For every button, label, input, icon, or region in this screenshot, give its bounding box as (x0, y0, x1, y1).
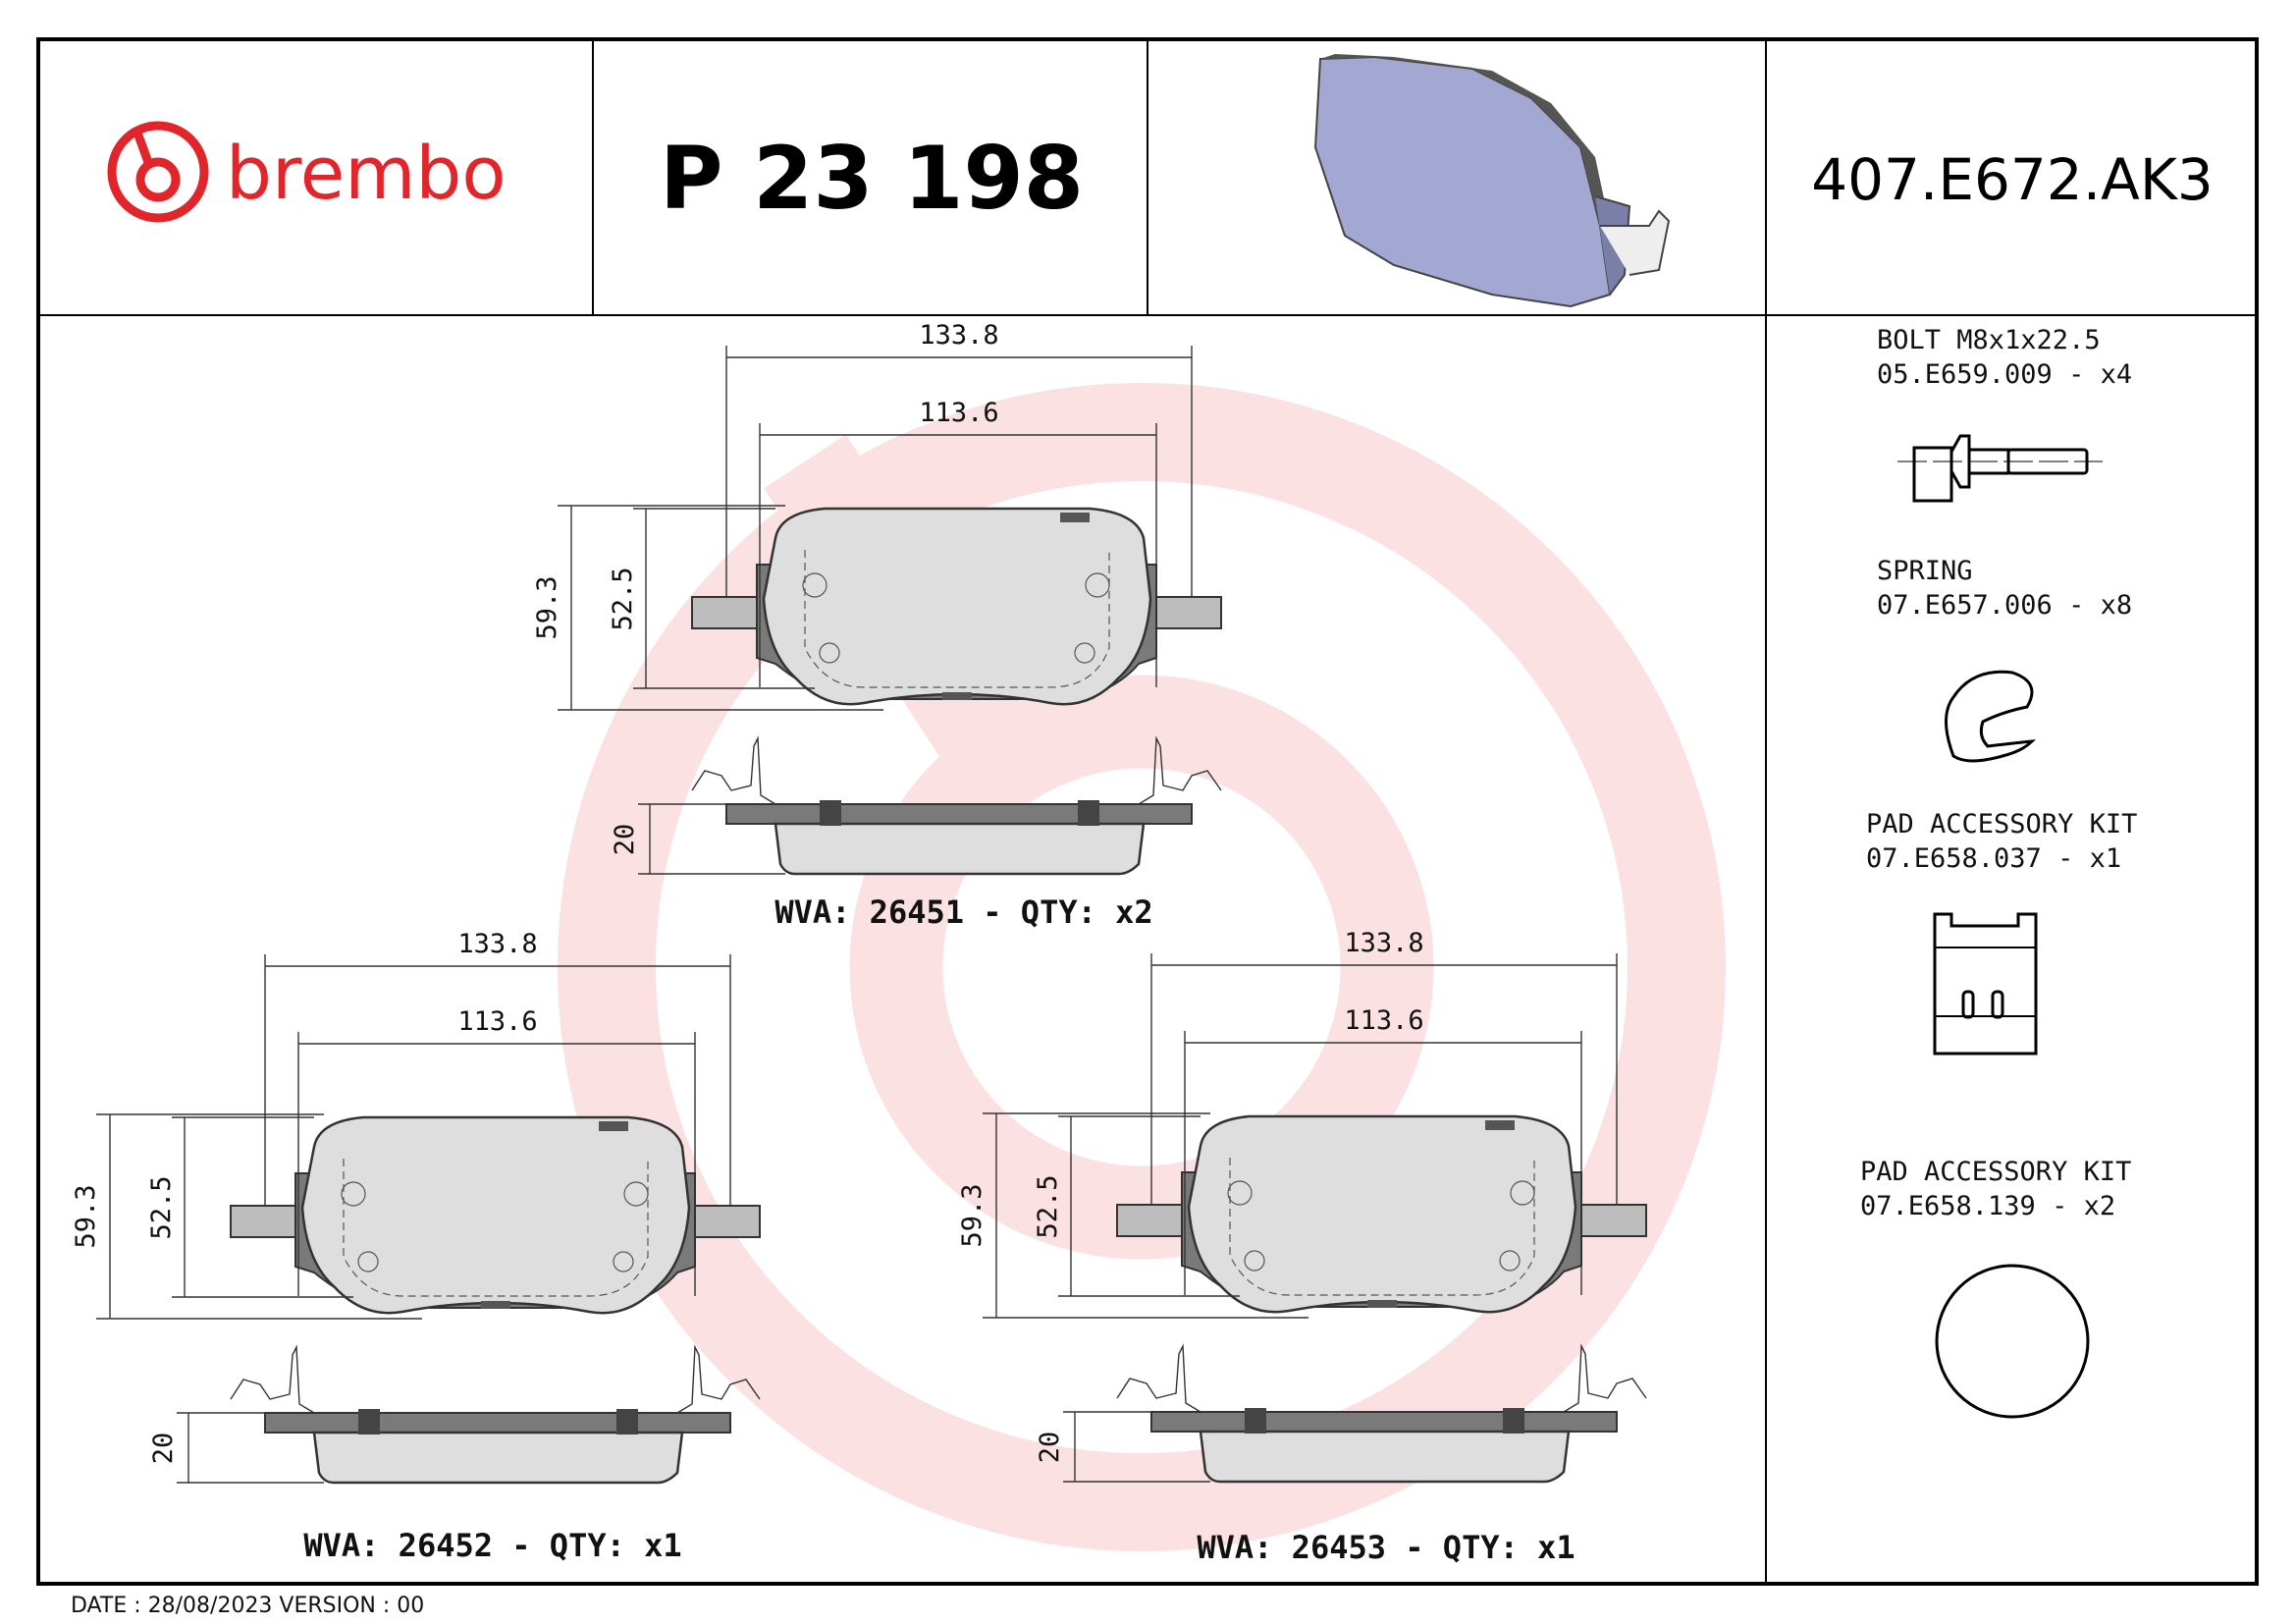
accessory-name: PAD ACCESSORY KIT (1866, 809, 2137, 839)
dim-thickness: 20 (1035, 1432, 1065, 1464)
date-version: DATE : 28/08/2023 VERSION : 00 (71, 1594, 424, 1618)
pad-drawing-3: 133.8 113.6 59.3 52.5 20 WVA: 26453 - QT… (957, 928, 1648, 1566)
clip-icon (1933, 912, 2038, 1056)
dim-width-inner: 113.6 (1344, 1005, 1423, 1036)
pad-label: WVA: 26451 - QTY: x2 (774, 893, 1152, 931)
brand-name: brembo (226, 132, 507, 216)
dim-height-inner: 52.5 (146, 1175, 177, 1239)
accessory-code: 07.E658.139 - x2 (1860, 1191, 2115, 1221)
accessory-name: PAD ACCESSORY KIT (1860, 1157, 2131, 1187)
pad-3d-illustration (1313, 54, 1671, 308)
dim-thickness: 20 (610, 824, 640, 856)
pad-drawing-1: 133.8 113.6 59.3 52.5 20 WVA: 26451 - QT… (532, 320, 1223, 931)
reference-code: 407.E672.AK3 (1811, 146, 2214, 213)
accessory-kit-1: PAD ACCESSORY KIT 07.E658.037 - x1 (1866, 809, 2137, 1056)
accessory-spring: SPRING 07.E657.006 - x8 (1877, 556, 2132, 763)
accessory-code: 05.E659.009 - x4 (1877, 359, 2132, 390)
accessory-kit-2: PAD ACCESSORY KIT 07.E658.139 - x2 (1860, 1157, 2131, 1419)
accessory-name: BOLT M8x1x22.5 (1877, 325, 2101, 355)
pad-label: WVA: 26453 - QTY: x1 (1197, 1529, 1575, 1566)
dim-width-inner: 113.6 (457, 1006, 537, 1037)
dim-height-outer: 59.3 (71, 1184, 101, 1248)
bolt-icon (1897, 434, 2103, 503)
dim-width-outer: 133.8 (457, 929, 537, 959)
dim-width-outer: 133.8 (1344, 928, 1423, 958)
spring-icon (1945, 670, 2037, 763)
dim-height-inner: 52.5 (1033, 1174, 1063, 1238)
dim-width-inner: 113.6 (919, 398, 998, 428)
dim-height-outer: 59.3 (957, 1183, 988, 1247)
brembo-logo: brembo (107, 121, 507, 223)
dim-height-inner: 52.5 (608, 567, 638, 630)
accessory-code: 07.E658.037 - x1 (1866, 843, 2121, 874)
dim-width-outer: 133.8 (919, 320, 998, 351)
pad-label: WVA: 26452 - QTY: x1 (303, 1527, 681, 1564)
ring-icon (1935, 1264, 2090, 1419)
accessory-bolt: BOLT M8x1x22.5 05.E659.009 - x4 (1877, 325, 2132, 503)
part-number: P 23 198 (660, 128, 1084, 229)
dim-height-outer: 59.3 (532, 575, 562, 639)
accessory-code: 07.E657.006 - x8 (1877, 590, 2132, 621)
accessory-name: SPRING (1877, 556, 1973, 586)
pad-drawing-2: 133.8 113.6 59.3 52.5 20 WVA: 26452 - QT… (71, 929, 762, 1564)
dim-thickness: 20 (148, 1433, 179, 1465)
